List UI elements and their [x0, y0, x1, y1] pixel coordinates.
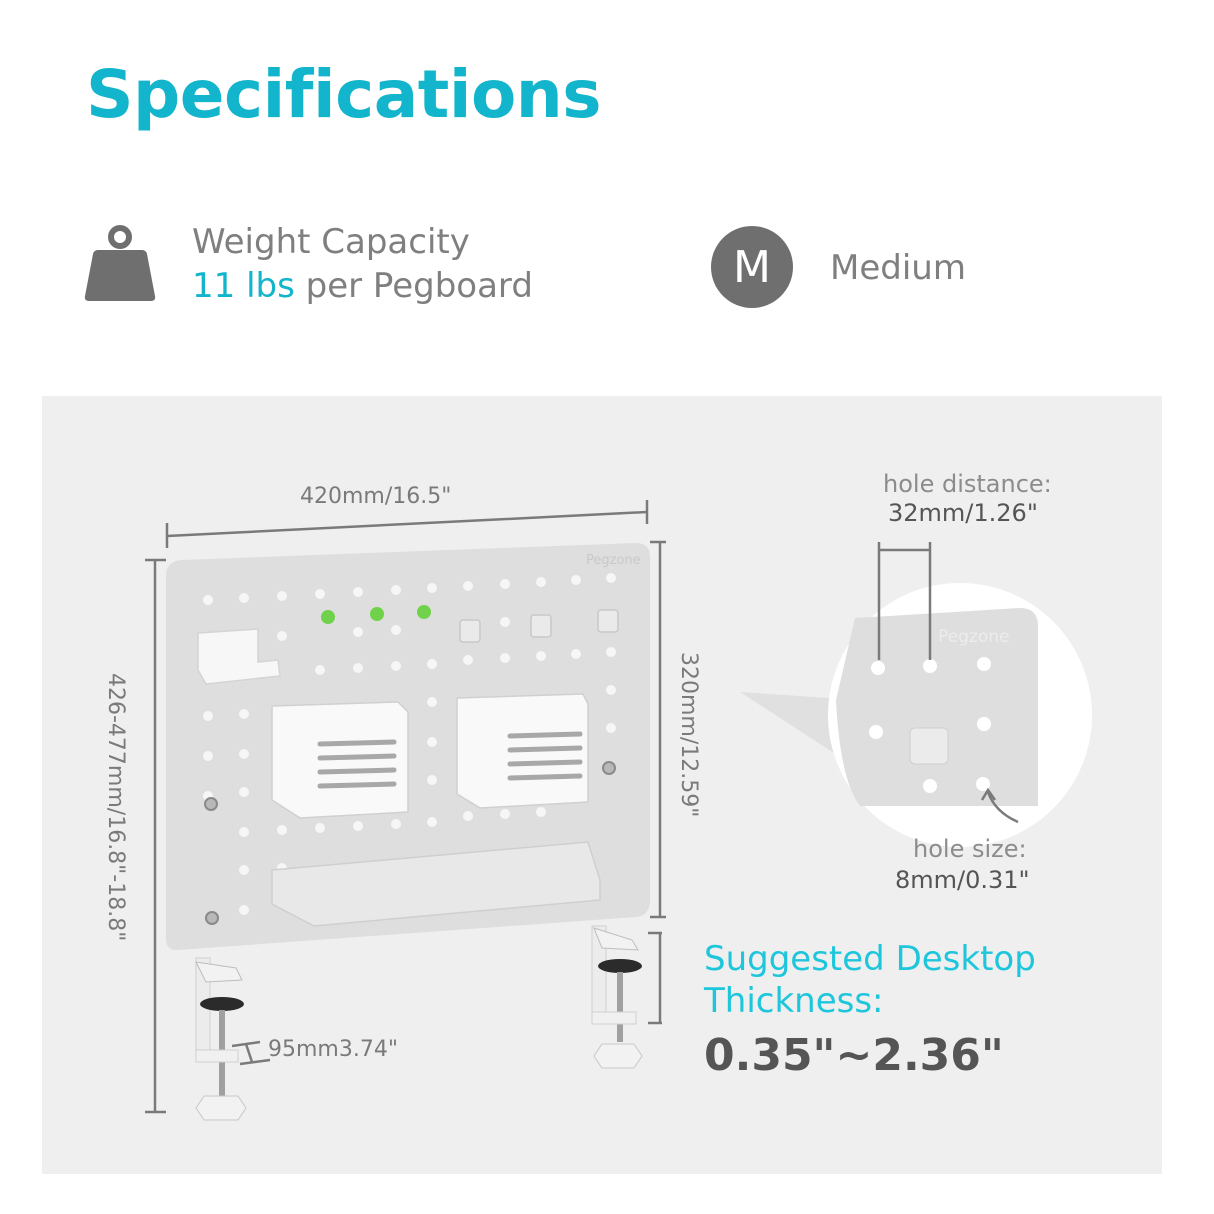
desktop-thickness-value: 0.35"~2.36" [704, 1030, 1004, 1081]
weight-capacity-amount: 11 lbs [192, 266, 295, 306]
weight-icon [84, 224, 156, 302]
clamp-depth-marker [231, 1040, 271, 1066]
board-height-dimension-line [650, 540, 666, 919]
hole-detail-callout [740, 542, 1092, 847]
hole-size-value: 8mm/0.31" [895, 866, 1030, 894]
hole-distance-label: hole distance: [883, 470, 1052, 498]
total-height-label: 426-477mm/16.8"-18.8" [103, 673, 128, 942]
hole-size-label: hole size: [913, 835, 1027, 863]
size-label: Medium [830, 248, 966, 288]
desktop-thickness-label: Suggested Desktop Thickness: [704, 938, 1036, 1022]
hole-distance-value: 32mm/1.26" [888, 499, 1038, 527]
page-title: Specifications [86, 56, 602, 133]
width-label: 420mm/16.5" [300, 484, 452, 509]
desktop-thickness-label-line2: Thickness: [704, 981, 884, 1021]
weight-capacity-value: 11 lbs per Pegboard [192, 264, 533, 308]
size-badge-icon: M [711, 226, 793, 308]
width-dimension-line [165, 500, 649, 548]
clamp-depth-label: 95mm3.74" [268, 1037, 398, 1062]
board-height-label: 320mm/12.59" [676, 652, 701, 818]
weight-capacity-label: Weight Capacity [192, 222, 470, 262]
total-height-dimension-line [145, 558, 166, 1114]
thickness-bracket [648, 931, 662, 1025]
right-clamp [591, 925, 643, 1069]
brand-mark-detail: Pegzone [938, 627, 1010, 647]
weight-capacity-unit: per Pegboard [294, 266, 533, 306]
brand-mark: Pegzone [586, 553, 641, 568]
left-clamp [195, 957, 247, 1121]
desktop-thickness-label-line1: Suggested Desktop [704, 939, 1036, 979]
